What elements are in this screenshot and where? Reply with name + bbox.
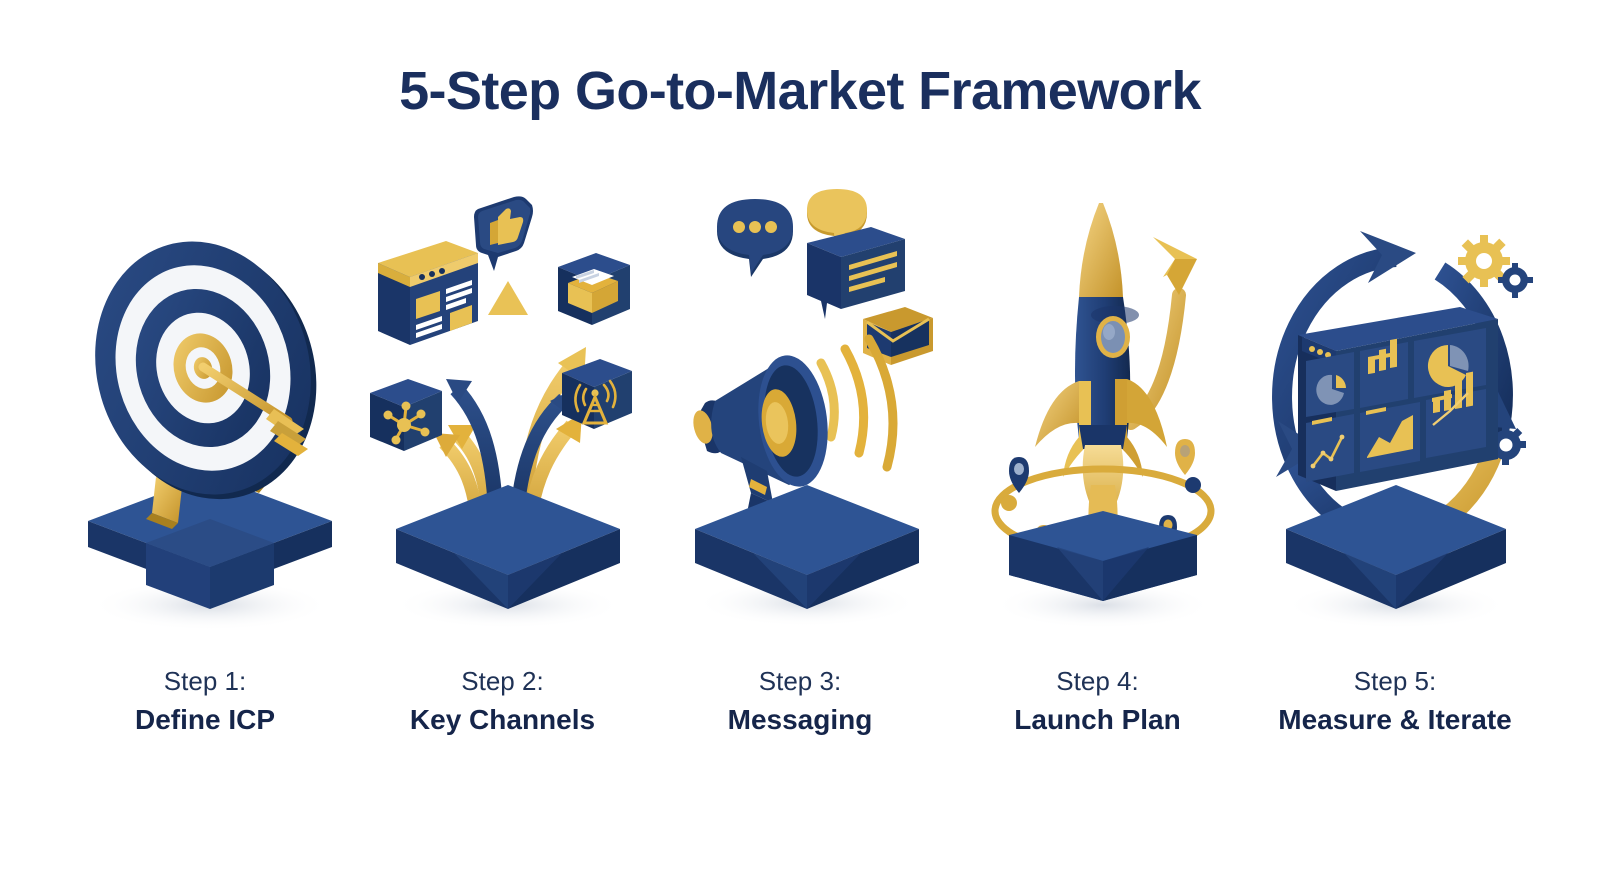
navy-cube-base <box>395 485 620 609</box>
navy-cube-base <box>1286 485 1506 609</box>
loop-arrowhead-top <box>1360 231 1416 283</box>
page-title: 5-Step Go-to-Market Framework <box>399 61 1201 121</box>
step-5-number: Step 5: <box>1353 666 1437 696</box>
area-chart-tile <box>1360 402 1420 472</box>
step-1-number: Step 1: <box>163 666 247 696</box>
navy-hex-base <box>1008 511 1197 601</box>
gold-arrow <box>198 362 308 456</box>
step-4-number: Step 4: <box>1056 666 1139 696</box>
thumbs-up-bubble-icon <box>473 196 533 271</box>
step-4-title: Launch Plan <box>1014 704 1181 736</box>
donut-chart-tile <box>1306 352 1354 417</box>
text-lines-bubble-icon <box>807 227 905 319</box>
bar-trend-chart-tile <box>1426 371 1486 458</box>
step-1-caption: Step 1: Define ICP <box>135 665 275 738</box>
step-2-number: Step 2: <box>461 666 544 696</box>
broadcast-tower-icon <box>561 359 632 429</box>
step-2-title: Key Channels <box>409 704 596 736</box>
ground-shadow <box>992 581 1213 629</box>
line-chart-tile <box>1306 414 1354 482</box>
sound-waves <box>816 334 898 472</box>
dots-speech-bubble-icon <box>717 199 793 277</box>
step-4-caption: Step 4: Launch Plan <box>1014 665 1180 738</box>
steps-row: Step 1: Define ICP <box>60 185 1540 805</box>
step-5-caption: Step 5: Measure & Iterate <box>1278 665 1511 738</box>
gold-gear <box>1458 235 1510 287</box>
rocket <box>1034 203 1167 477</box>
network-nodes-icon <box>369 379 442 451</box>
step-5-illustration <box>1250 185 1540 655</box>
gold-fins <box>1034 381 1079 447</box>
bar-chart-tile <box>1360 338 1408 408</box>
dashboard-panel <box>1298 307 1498 491</box>
step-card-5[interactable]: Step 5: Measure & Iterate <box>1250 185 1540 805</box>
step-4-illustration <box>953 185 1243 655</box>
gold-nose-cone <box>1078 203 1123 297</box>
step-card-1[interactable]: Step 1: Define ICP <box>60 185 350 805</box>
step-3-title: Messaging <box>727 704 873 736</box>
step-5-title: Measure & Iterate <box>1278 704 1512 736</box>
envelope-icon <box>863 307 933 365</box>
megaphone <box>693 355 828 523</box>
step-2-illustration <box>358 185 648 655</box>
browser-window-icon <box>377 241 478 345</box>
navy-pedestal-base <box>88 475 332 609</box>
step-card-2[interactable]: Step 2: Key Channels <box>358 185 648 805</box>
step-card-3[interactable]: Step 3: Messaging <box>655 185 945 805</box>
step-3-illustration <box>655 185 945 655</box>
step-2-caption: Step 2: Key Channels <box>410 665 595 738</box>
navy-cube-base <box>695 485 919 609</box>
step-card-4[interactable]: Step 4: Launch Plan <box>953 185 1243 805</box>
step-1-illustration <box>60 185 350 655</box>
navy-gear <box>1498 263 1533 298</box>
step-3-caption: Step 3: Messaging <box>728 665 873 738</box>
email-envelope-icon <box>557 253 630 325</box>
porthole-window <box>1095 316 1130 358</box>
gold-speech-bubble-icon <box>807 189 867 251</box>
step-3-number: Step 3: <box>758 666 842 696</box>
step-1-title: Define ICP <box>134 704 276 736</box>
